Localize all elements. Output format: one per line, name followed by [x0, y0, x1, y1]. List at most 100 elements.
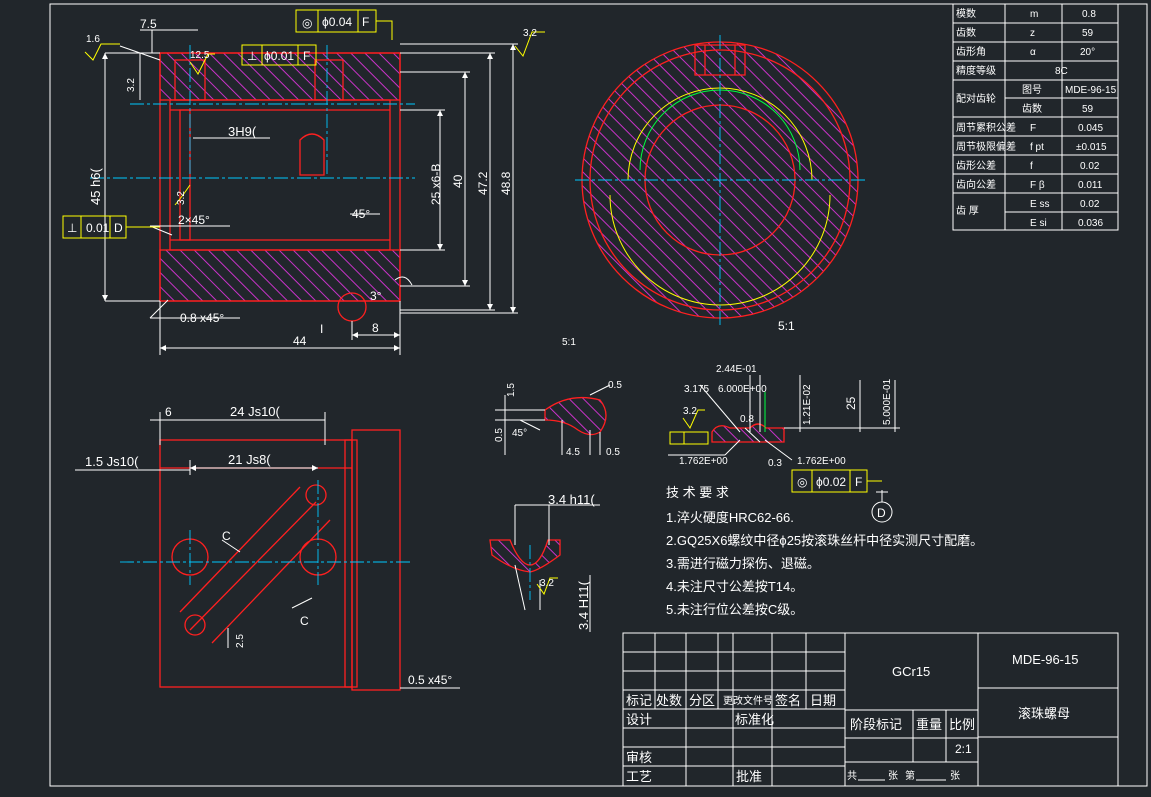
dim-24js10: 24 Js10( [230, 404, 281, 419]
dim-8: 8 [372, 321, 379, 335]
tb-biaozhunhua: 标准化 [735, 712, 774, 727]
dim-3deg: 3° [370, 289, 382, 303]
tb-chushu: 处数 [656, 693, 682, 708]
param-value: 20° [1080, 47, 1095, 58]
dim-0-5x45: 0.5 x45° [408, 673, 452, 687]
part-name: 滚珠螺母 [1018, 706, 1070, 721]
dim-3h9: 3H9( [228, 124, 257, 139]
param-symbol: m [1030, 9, 1038, 20]
datum-d: D [877, 506, 886, 520]
param-symbol: F β [1030, 180, 1045, 191]
tb-pizhun: 批准 [736, 769, 762, 784]
detail-ii-0-8: 0.8 [740, 414, 754, 425]
fcf3-value: 0.01 [86, 221, 110, 235]
tb-fenqu: 分区 [689, 693, 715, 708]
fcf3-symbol: ⊥ [67, 221, 77, 235]
drawing-number: MDE-96-15 [1012, 652, 1078, 667]
param-name: 齿 厚 [956, 205, 979, 217]
dimension-texts: 7.5 1.6 12.5 3.2 3.2 3.2 ◎ ϕ0.04 F ⊥ ϕ0.… [67, 15, 893, 687]
param-name: 齿数 [956, 26, 976, 39]
section-c-1: C [222, 529, 231, 543]
dim-2x45: 2×45° [178, 213, 210, 227]
gear-parameter-table: 模数 m 0.8 齿数 z 59 齿形角 α 20° 精度等级 8C 配对齿轮 … [952, 3, 1119, 231]
tech-item: 4.未注尺寸公差按T14。 [666, 579, 803, 594]
param-name: 配对齿轮 [956, 92, 996, 105]
detail-ii-fcf-ref: F [855, 475, 862, 489]
detail-ii-fcf-symbol: ◎ [797, 475, 807, 489]
param-value: 8C [1055, 66, 1068, 77]
tb-biaoji: 标记 [626, 693, 652, 708]
dim-7-5: 7.5 [140, 17, 157, 31]
main-section-view [62, 9, 545, 355]
param-value: 0.045 [1078, 123, 1103, 134]
param-name: 齿形公差 [956, 159, 996, 172]
detail-i-4-5: 4.5 [566, 447, 580, 458]
detail-ii-1-762b: 1.762E+00 [797, 456, 846, 467]
param-symbol: F [1030, 123, 1036, 134]
section-c-2: C [300, 614, 309, 628]
tb-sheji: 设计 [626, 712, 652, 727]
param-value: 0.036 [1078, 218, 1103, 229]
tech-requirements: 技 术 要 求 1.淬火硬度HRC62-66. 2.GQ25X6螺纹中径ϕ25按… [666, 485, 983, 617]
tb-riqi: 日期 [810, 693, 836, 708]
tb-gong: 共 [847, 770, 857, 782]
param-value: 59 [1082, 104, 1094, 115]
section-mark-i: I [320, 322, 323, 336]
circular-section-view [575, 35, 865, 325]
detail-i-3-4h11-a: 3.4 h11( [548, 492, 595, 507]
title-block: 标记 处数 分区 更改文件号 签名 日期 设计 标准化 审核 工艺 批准 GCr… [622, 632, 1119, 787]
fcf1-value: ϕ0.04 [322, 15, 352, 29]
tech-item: 5.未注行位公差按C级。 [666, 602, 803, 617]
dim-45deg: 45° [352, 207, 370, 221]
detail-i-3-4h11-b: 3.4 H11( [576, 580, 591, 630]
tb-gongyi: 工艺 [626, 769, 652, 784]
dim-47-2: 47.2 [476, 171, 490, 195]
dim-3-2-b: 3.2 [126, 78, 137, 92]
detail-ii-0-3: 0.3 [768, 458, 782, 469]
dim-2-5: 2.5 [235, 634, 246, 648]
dim-3-2-c: 3.2 [176, 191, 187, 205]
scale-5-1-a: 5:1 [562, 337, 576, 348]
tb-wenjian: 更改文件号 [723, 694, 773, 707]
dim-12-5: 12.5 [190, 50, 210, 61]
detail-i-view [489, 384, 611, 632]
detail-i-1-5: 1.5 [506, 383, 517, 397]
param-name: 齿形角 [956, 46, 986, 58]
detail-ii-25: 25 [844, 396, 858, 410]
param-symbol: 图号 [1022, 84, 1042, 96]
param-value: 0.02 [1080, 161, 1100, 172]
detail-i-0-5c: 0.5 [606, 447, 620, 458]
param-name: 周节累积公差 [956, 121, 1016, 134]
param-symbol: f pt [1030, 142, 1044, 153]
hatch-bottom [159, 249, 401, 302]
param-value: ±0.015 [1076, 142, 1107, 153]
detail-i-3-2: 3.2 [540, 578, 554, 589]
tech-item: 3.需进行磁力探伤、退磁。 [666, 556, 820, 571]
tb-di: 第 [905, 769, 915, 782]
detail-ii-5-000: 5.000E-01 [882, 378, 893, 425]
param-symbol: 齿数 [1022, 102, 1042, 115]
detail-ii-fcf-value: ϕ0.02 [816, 475, 846, 489]
param-name: 齿向公差 [956, 178, 996, 191]
fcf3-ref: D [114, 221, 123, 235]
fcf2-symbol: ⊥ [247, 49, 257, 63]
drawing-frame [49, 3, 1148, 787]
detail-ii-1-21: 1.21E-02 [802, 384, 813, 425]
param-name: 周节极限偏差 [956, 140, 1016, 153]
material: GCr15 [892, 664, 930, 679]
detail-ii-3-2: 3.2 [683, 406, 697, 417]
param-symbol: z [1030, 28, 1035, 39]
dim-25x6: 25 x6-B [429, 164, 443, 205]
param-name: 精度等级 [956, 64, 996, 77]
fcf2-ref: F [303, 49, 310, 63]
tb-jieduan: 阶段标记 [850, 717, 902, 732]
tech-item: 2.GQ25X6螺纹中径ϕ25按滚珠丝杆中径实测尺寸配磨。 [666, 533, 983, 548]
tb-qianming: 签名 [775, 693, 801, 708]
dim-1-5js10: 1.5 Js10( [85, 454, 139, 469]
tb-bili: 比例 [949, 717, 975, 732]
detail-ii-2-44: 2.44E-01 [716, 364, 757, 375]
fcf2-value: ϕ0.01 [264, 49, 294, 63]
dim-6: 6 [165, 405, 172, 419]
param-value: 0.02 [1080, 199, 1100, 210]
detail-ii-3-175: 3.175 [684, 384, 709, 395]
